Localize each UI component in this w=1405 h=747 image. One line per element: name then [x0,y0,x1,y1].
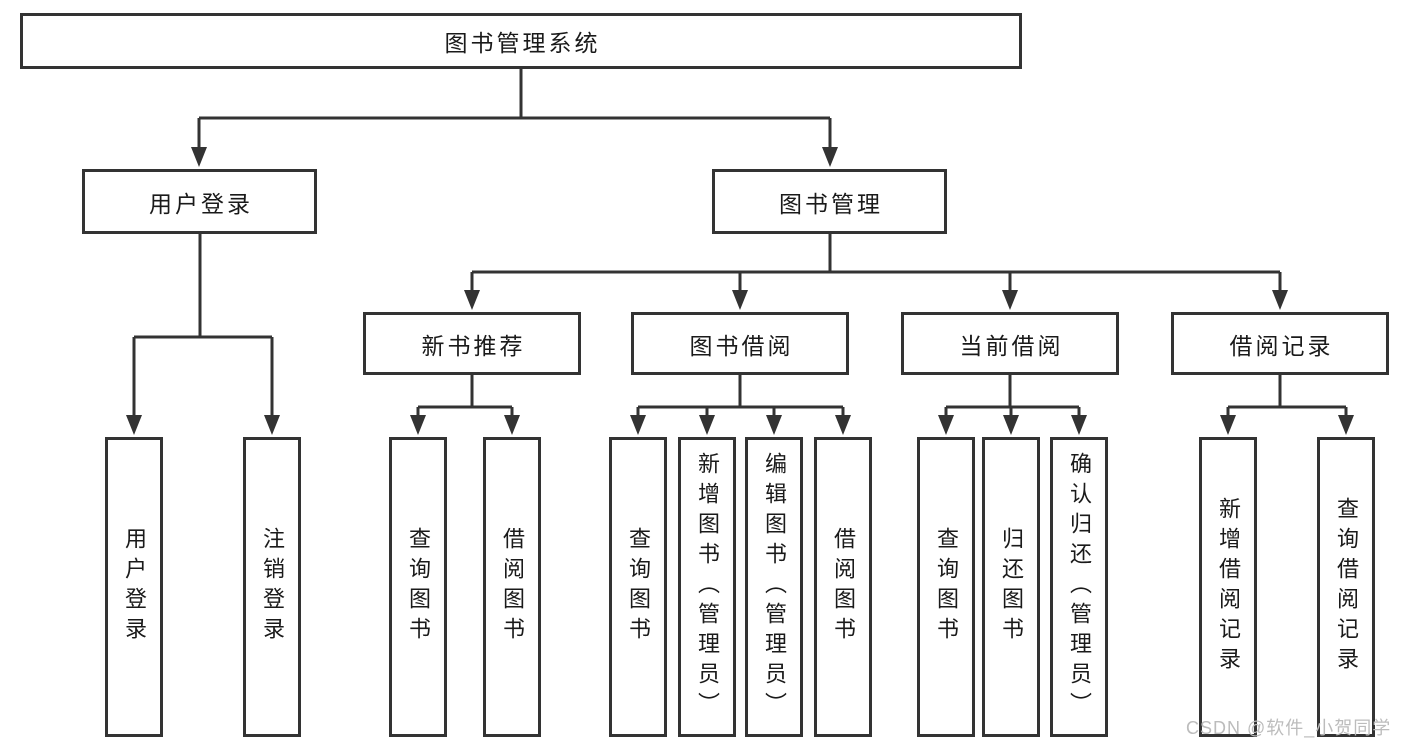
leaf-confirm-return-admin-label: 确认归还（管理员） [1067,452,1092,722]
node-root-label: 图书管理系统 [444,30,601,56]
leaf-query-borrow-record-label: 查询借阅记录 [1334,497,1359,677]
leaf-query-books-3: 查询图书 [917,437,975,737]
node-borrow-records-label: 借阅记录 [1229,332,1334,359]
leaf-edit-book-admin: 编辑图书（管理员） [745,437,803,737]
node-user-login: 用户登录 [82,169,317,234]
node-user-login-label: 用户登录 [149,190,253,217]
leaf-add-borrow-record-label: 新增借阅记录 [1216,497,1241,677]
leaf-query-books-1: 查询图书 [389,437,447,737]
leaf-borrow-books-1-label: 借阅图书 [500,527,525,647]
node-current-borrow-label: 当前借阅 [959,332,1064,359]
leaf-borrow-books-1: 借阅图书 [483,437,541,737]
branch-book-management [472,234,1280,274]
leaf-user-login-label: 用户登录 [122,527,147,647]
leaf-add-borrow-record: 新增借阅记录 [1199,437,1257,737]
tree-branch-lines [126,69,1354,435]
leaf-borrow-books-2: 借阅图书 [814,437,872,737]
node-book-borrow-label: 图书借阅 [689,332,794,359]
leaf-add-book-admin-label: 新增图书（管理员） [695,452,720,722]
branch-root [199,69,830,120]
branch-current-borrow [946,375,1079,409]
node-root-library-system: 图书管理系统 [20,13,1022,69]
node-book-management-label: 图书管理 [779,190,883,217]
csdn-watermark: CSDN @软件_小贺同学 [1186,718,1392,738]
node-borrow-records: 借阅记录 [1171,312,1389,375]
node-new-book-recommend: 新书推荐 [363,312,581,375]
leaf-return-book: 归还图书 [982,437,1040,737]
leaf-query-books-2: 查询图书 [609,437,667,737]
node-book-borrow: 图书借阅 [631,312,849,375]
leaf-query-books-1-label: 查询图书 [406,527,431,647]
leaf-confirm-return-admin: 确认归还（管理员） [1050,437,1108,737]
leaf-logout: 注销登录 [243,437,301,737]
leaf-query-borrow-record: 查询借阅记录 [1317,437,1375,737]
leaf-edit-book-admin-label: 编辑图书（管理员） [762,452,787,722]
branch-borrow-records [1228,375,1346,409]
branch-user-login [134,234,272,339]
leaf-add-book-admin: 新增图书（管理员） [678,437,736,737]
leaf-user-login: 用户登录 [105,437,163,737]
node-new-book-recommend-label: 新书推荐 [421,332,526,359]
leaf-borrow-books-2-label: 借阅图书 [831,527,856,647]
branch-new-book-recommend [418,375,512,409]
leaf-query-books-2-label: 查询图书 [626,527,651,647]
branch-book-borrow [638,375,843,409]
node-current-borrow: 当前借阅 [901,312,1119,375]
leaf-logout-label: 注销登录 [260,527,285,647]
leaf-return-book-label: 归还图书 [999,527,1024,647]
leaf-query-books-3-label: 查询图书 [934,527,959,647]
node-book-management: 图书管理 [712,169,947,234]
